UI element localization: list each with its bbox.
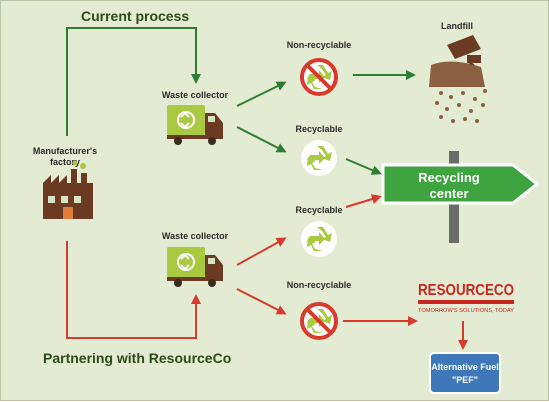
top-recycle-icon bbox=[301, 140, 337, 176]
bottom-nonrecyclable-label: Non-recyclable bbox=[287, 280, 352, 290]
top-truck-icon bbox=[166, 104, 224, 146]
current-process-heading: Current process bbox=[81, 8, 189, 24]
bottom-truck-icon bbox=[166, 246, 224, 288]
factory-label-line2: factory bbox=[50, 157, 80, 167]
alternative-fuel-box: Alternative Fuel "PEF" bbox=[429, 352, 501, 394]
arrow-bottom-to-recycling bbox=[345, 194, 382, 208]
arrow-top-to-recycling bbox=[345, 158, 382, 175]
arrow-to-top-nonrecyclable bbox=[236, 81, 287, 107]
factory-label-line1: Manufacturer's bbox=[33, 146, 97, 156]
arrow-to-bottom-nonrecyclable bbox=[236, 288, 287, 315]
resourceco-logo-text: RESOURCECO bbox=[418, 282, 514, 299]
arrow-to-bottom-recyclable bbox=[236, 237, 287, 266]
top-no-recycle-icon bbox=[301, 59, 337, 95]
bottom-no-recycle-icon bbox=[301, 303, 337, 339]
bottom-recycle-icon bbox=[301, 221, 337, 257]
fuel-text-line2: "PEF" bbox=[452, 375, 478, 385]
partner-flow-line bbox=[66, 241, 201, 339]
top-collector-label: Waste collector bbox=[162, 90, 229, 100]
resourceco-tagline: TOMORROW'S SOLUTIONS, TODAY bbox=[418, 308, 515, 314]
current-flow-line bbox=[66, 27, 201, 136]
bottom-recyclable-label: Recyclable bbox=[295, 205, 342, 215]
fuel-text-line1: Alternative Fuel bbox=[431, 362, 499, 372]
top-recyclable-label: Recyclable bbox=[295, 124, 342, 134]
top-nonrecyclable-label: Non-recyclable bbox=[287, 40, 352, 50]
arrow-to-top-recyclable bbox=[236, 126, 287, 153]
bottom-collector-label: Waste collector bbox=[162, 231, 229, 241]
recycling-center-sign: Recycling center bbox=[381, 151, 540, 243]
landfill-label: Landfill bbox=[441, 21, 473, 31]
sign-text-line2: center bbox=[429, 186, 468, 201]
sign-text-line1: Recycling bbox=[418, 170, 479, 185]
factory-icon bbox=[43, 160, 93, 219]
landfill-icon bbox=[429, 35, 487, 123]
resourceco-logo: RESOURCECO TOMORROW'S SOLUTIONS, TODAY bbox=[418, 282, 515, 314]
partnering-heading: Partnering with ResourceCo bbox=[43, 350, 231, 366]
